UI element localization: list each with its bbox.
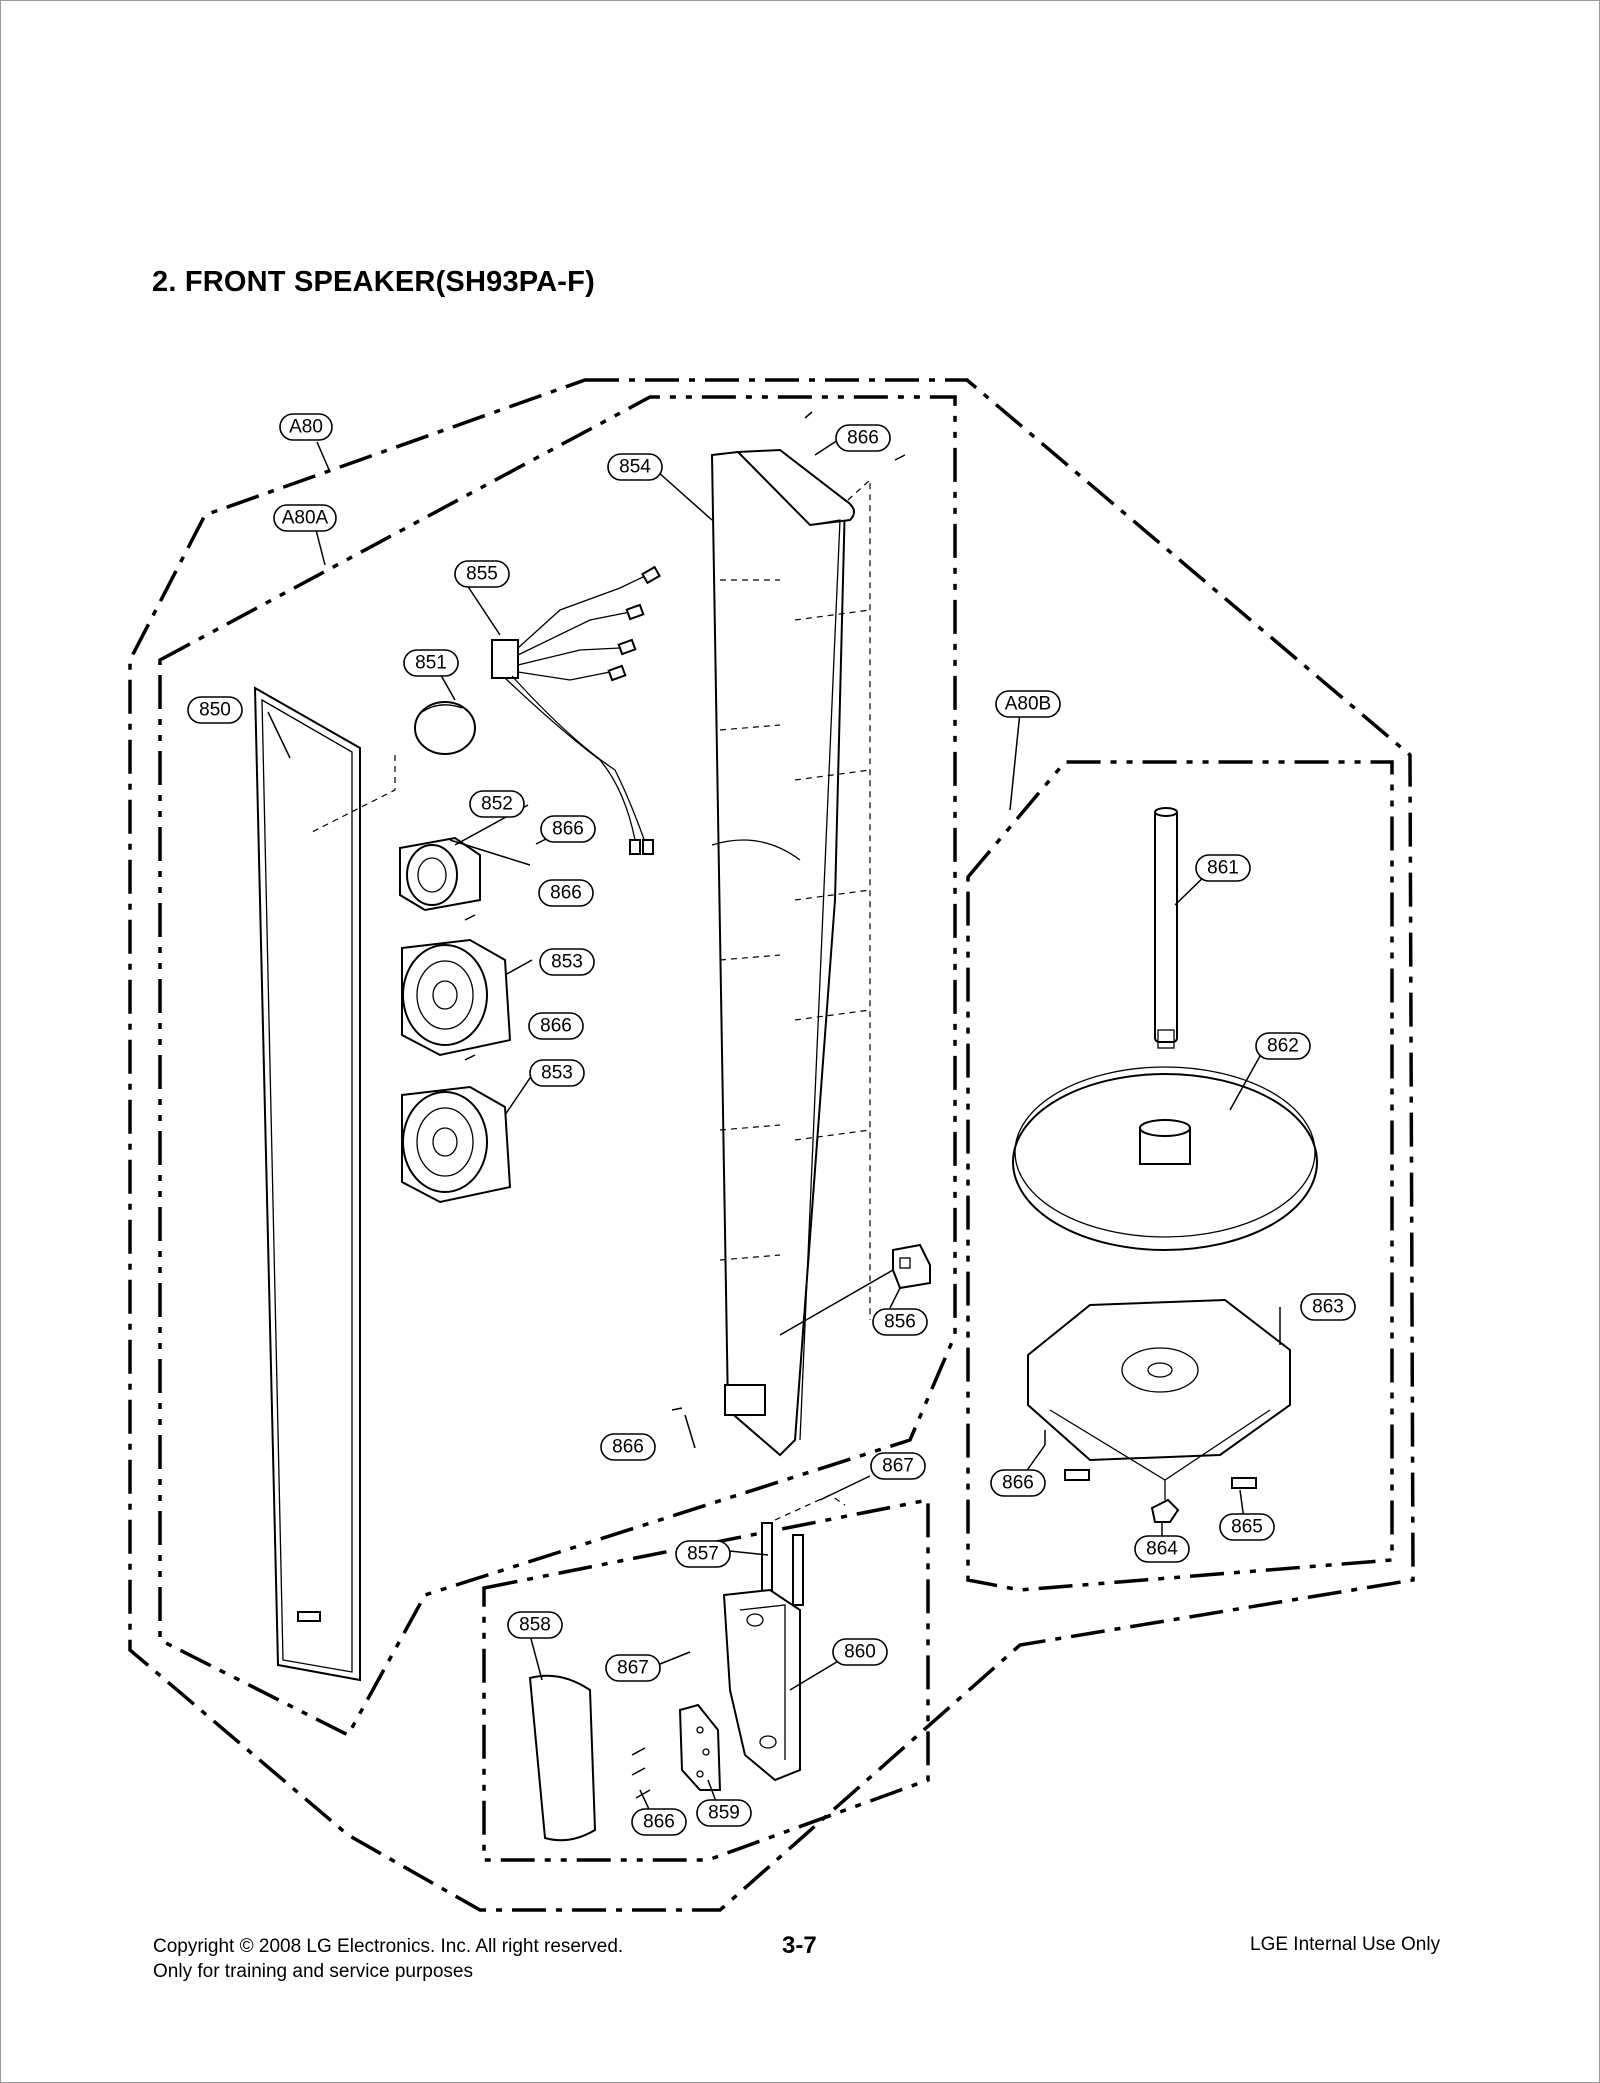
callout-850: 850	[187, 696, 243, 724]
callout-858: 858	[507, 1611, 563, 1639]
callout-866-plate-text: 866	[1002, 1473, 1034, 1494]
callout-867-top-text: 867	[882, 1456, 914, 1477]
mid-speaker-unit	[399, 836, 531, 912]
callout-866-852: 866	[540, 815, 596, 843]
callout-866-cabinet: 866	[600, 1433, 656, 1461]
callout-863: 863	[1300, 1293, 1356, 1321]
callout-863-text: 863	[1312, 1297, 1344, 1318]
mounting-brackets	[761, 1494, 846, 1606]
callout-853-upper-text: 853	[551, 952, 583, 973]
callout-867-neck-text: 867	[617, 1658, 649, 1679]
callout-856-text: 856	[884, 1312, 916, 1333]
assembly-a80-boundary	[128, 378, 1415, 1912]
stand-base-plate	[1012, 1066, 1318, 1251]
callout-a80b: A80B	[995, 690, 1061, 718]
stand-pole	[1154, 807, 1178, 1049]
callout-866-852-text: 866	[552, 819, 584, 840]
callout-861-text: 861	[1207, 858, 1239, 879]
callout-867-top: 867	[870, 1452, 926, 1480]
callout-857-text: 857	[687, 1544, 719, 1565]
page-title: 2. FRONT SPEAKER(SH93PA-F)	[152, 266, 595, 298]
callout-a80-text: A80	[289, 417, 323, 438]
callout-864-text: 864	[1146, 1539, 1178, 1560]
callout-851: 851	[403, 649, 459, 677]
callout-850-text: 850	[199, 700, 231, 721]
footer-copyright-block: Copyright © 2008 LG Electronics. Inc. Al…	[153, 1934, 623, 1984]
callout-864: 864	[1134, 1535, 1190, 1563]
callout-866-top: 866	[835, 424, 891, 452]
base-subassembly-boundary	[482, 1497, 930, 1862]
callout-a80a: A80A	[273, 504, 337, 532]
callout-867-neck: 867	[605, 1654, 661, 1682]
speaker-cabinet	[710, 448, 871, 1457]
callout-853-lower: 853	[529, 1059, 585, 1087]
stand-neck-bracket	[722, 1588, 801, 1782]
callout-860-text: 860	[844, 1642, 876, 1663]
screws	[464, 411, 1046, 1445]
page-number: 3-7	[782, 1932, 817, 1959]
assembly-a80b-boundary	[966, 760, 1394, 1592]
tweeter-unit	[311, 701, 476, 833]
callout-866-853a-text: 866	[550, 883, 582, 904]
callout-855: 855	[454, 560, 510, 588]
callout-856: 856	[872, 1308, 928, 1336]
callout-855-text: 855	[466, 564, 498, 585]
speaker-terminal	[779, 1243, 931, 1336]
callout-866-853b: 866	[528, 1012, 584, 1040]
callout-857: 857	[675, 1540, 731, 1568]
callout-852: 852	[469, 790, 525, 818]
callout-866-cabinet-text: 866	[612, 1437, 644, 1458]
woofer-unit-lower	[401, 1085, 512, 1204]
callout-a80: A80	[279, 413, 333, 441]
callout-854-text: 854	[619, 457, 651, 478]
footer-internal-use: LGE Internal Use Only	[1250, 1934, 1441, 1955]
callout-853-lower-text: 853	[541, 1063, 573, 1084]
callout-853-upper: 853	[539, 948, 595, 976]
callout-859-text: 859	[708, 1803, 740, 1824]
callout-862-text: 862	[1267, 1036, 1299, 1057]
callout-866-hinge-text: 866	[643, 1812, 675, 1833]
callout-865: 865	[1219, 1513, 1275, 1541]
callout-861: 861	[1195, 854, 1251, 882]
callout-859: 859	[696, 1799, 752, 1827]
woofer-unit-upper	[401, 938, 512, 1057]
footer-purpose: Only for training and service purposes	[153, 1961, 473, 1982]
hinge-plate	[631, 1703, 722, 1799]
callout-a80b-text: A80B	[1005, 694, 1051, 715]
base-nut	[1150, 1498, 1180, 1523]
callout-a80a-text: A80A	[282, 508, 329, 529]
callout-866-hinge: 866	[631, 1808, 687, 1836]
callout-862: 862	[1255, 1032, 1311, 1060]
callout-866-plate: 866	[990, 1469, 1046, 1497]
callout-866-853b-text: 866	[540, 1016, 572, 1037]
callout-858-text: 858	[519, 1615, 551, 1636]
callout-851-text: 851	[415, 653, 447, 674]
bottom-mount-plate	[1027, 1298, 1291, 1500]
front-grille-panel	[253, 686, 361, 1682]
callout-865-text: 865	[1231, 1517, 1263, 1538]
assembly-a80a-boundary	[158, 395, 957, 1738]
wire-harness	[491, 565, 661, 855]
callout-866-top-text: 866	[847, 428, 879, 449]
stand-cover-panel	[528, 1674, 597, 1842]
callout-866-853a: 866	[538, 879, 594, 907]
callout-852-text: 852	[481, 794, 513, 815]
callout-854: 854	[607, 453, 663, 481]
callout-860: 860	[832, 1638, 888, 1666]
footer-copyright: Copyright © 2008 LG Electronics. Inc. Al…	[153, 1936, 624, 1957]
